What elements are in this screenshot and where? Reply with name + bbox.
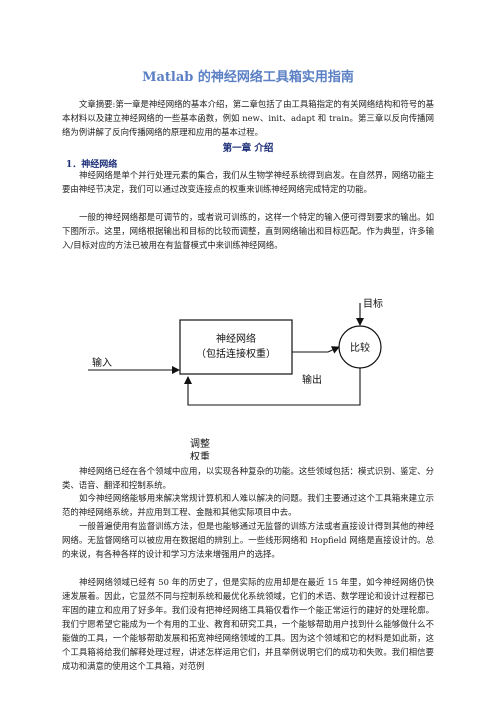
output-label: 输出 [302,373,322,386]
neural-network-sublabel: （包括连接权重） [196,347,276,360]
paragraph-text: 如今神经网络能够用来解决常规计算机和人难以解决的问题。我们主要通过这个工具箱来建… [62,493,434,517]
input-label: 输入 [92,356,112,369]
output-arrow [292,346,340,354]
neural-network-box [179,319,293,375]
abstract-paragraph: 文章摘要:第一章是神经网络的基本介绍，第二章包括了由工具箱指定的有关网络结构和符… [62,97,434,139]
abstract-text: 文章摘要:第一章是神经网络的基本介绍，第二章包括了由工具箱指定的有关网络结构和符… [62,99,434,137]
body-paragraph-6: 神经网络领域已经有 50 年的历史了，但是实际的应用却是在最近 15 年里，如今… [62,575,434,695]
body-paragraph-1: 神经网络是单个并行处理元素的集合，我们从生物学神经系统得到启发。在自然界，网络功… [62,168,434,196]
body-paragraph-4: 如今神经网络能够用来解决常规计算机和人难以解决的问题。我们主要通过这个工具箱来建… [62,491,434,519]
target-label: 目标 [363,298,383,310]
paragraph-text: 神经网络是单个并行处理元素的集合，我们从生物学神经系统得到启发。在自然界，网络功… [62,170,434,194]
paragraph-text: 一般普遍使用有监督训练方法，但是也能够通过无监督的训练方法或者直接设计得到其他的… [62,521,434,559]
neural-network-label: 神经网络 [216,332,256,345]
body-paragraph-3: 神经网络已经在各个领域中应用，以实现各种复杂的功能。这些领域包括：模式识别、鉴定… [62,464,434,492]
feedback-arrow [184,368,361,406]
adjust-label: 调整 [190,437,210,450]
section-heading: 1．神经网络 [66,160,118,170]
paragraph-text: 一般的神经网络都是可调节的，或者说可训练的，这样一个特定的输入便可得到要求的输出… [62,212,434,250]
body-paragraph-2: 一般的神经网络都是可调节的，或者说可训练的，这样一个特定的输入便可得到要求的输出… [62,210,434,252]
paragraph-text: 神经网络领域已经有 50 年的历史了，但是实际的应用却是在最近 15 年里，如今… [62,577,434,671]
adjust-sublabel: 权重 [190,450,210,460]
compare-label: 比较 [350,341,370,354]
training-diagram: 神经网络 （包括连接权重） 比较 输入 输出 目标 调整 权重 [88,298,383,460]
paragraph-text: 神经网络已经在各个领域中应用，以实现各种复杂的功能。这些领域包括：模式识别、鉴定… [62,466,434,490]
chapter-heading: 第一章 介绍 [222,143,274,154]
body-paragraph-5: 一般普遍使用有监督训练方法，但是也能够通过无监督的训练方法或者直接设计得到其他的… [62,519,434,561]
document-title: Matlab 的神经网络工具箱实用指南 [142,70,354,85]
